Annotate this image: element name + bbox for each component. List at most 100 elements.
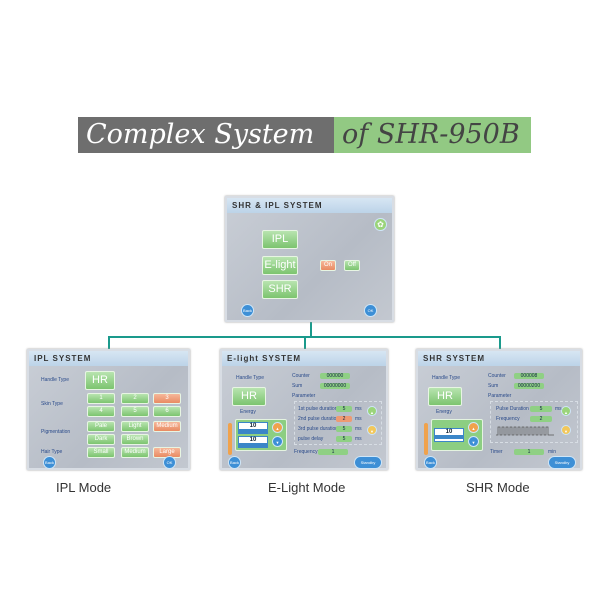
connector <box>304 336 306 349</box>
ipl-button[interactable]: IPL <box>262 230 298 249</box>
pulse-waveform <box>496 426 554 436</box>
skin-type-1[interactable]: 1 <box>87 393 115 404</box>
counter-value: 000000 <box>320 373 350 379</box>
timer-unit: min <box>548 449 557 455</box>
off-button[interactable]: Off <box>344 260 360 271</box>
energy-label: Energy <box>240 409 256 415</box>
energy-box: 10 10 ▲ ▼ <box>235 419 287 451</box>
elight-button[interactable]: E-light <box>262 256 298 275</box>
standby-button[interactable]: Standby <box>548 456 576 469</box>
ipl-mode-caption: IPL Mode <box>56 480 112 495</box>
pig-medium[interactable]: Medium <box>153 421 181 432</box>
skin-type-2[interactable]: 2 <box>121 393 149 404</box>
param-value: 5 <box>336 426 352 432</box>
standby-button[interactable]: Standby <box>354 456 382 469</box>
sum-value: 00000000 <box>320 383 350 389</box>
up-arrow-icon[interactable]: ▲ <box>367 406 377 416</box>
pig-dark[interactable]: Dark <box>87 434 115 445</box>
handle-type-label: Handle Type <box>432 375 460 381</box>
panel-title: SHR & IPL SYSTEM <box>227 198 392 213</box>
settings-icon[interactable]: ✿ <box>374 218 387 231</box>
down-arrow-icon[interactable]: ▼ <box>561 425 571 435</box>
main-panel: SHR & IPL SYSTEM ✿ IPL E-light SHR On Of… <box>225 196 394 322</box>
sum-value: 00000200 <box>514 383 544 389</box>
frequency-value: 1 <box>318 449 348 455</box>
pulse-duration-label: Pulse Duration <box>496 406 529 412</box>
skin-type-4[interactable]: 4 <box>87 406 115 417</box>
handle-type-label: Handle Type <box>41 377 69 383</box>
back-button[interactable]: Back <box>241 304 254 317</box>
up-arrow-icon[interactable]: ▲ <box>561 406 571 416</box>
frequency-value: 2 <box>530 416 552 422</box>
energy-value-2: 10 <box>238 436 268 448</box>
pig-light[interactable]: Light <box>121 421 149 432</box>
pulse-duration-value: 5 <box>530 406 552 412</box>
skin-type-3[interactable]: 3 <box>153 393 181 404</box>
panel-title: SHR SYSTEM <box>418 351 580 366</box>
param-value: 2 <box>336 416 352 422</box>
param-label: 3rd pulse duration <box>298 426 339 432</box>
param-value: 5 <box>336 406 352 412</box>
elight-panel: E-light SYSTEM Handle Type HR Energy 10 … <box>220 349 388 470</box>
shr-panel: SHR SYSTEM Handle Type HR Energy 10 ▲ ▼ … <box>416 349 582 470</box>
counter-label: Counter <box>488 373 506 379</box>
hair-type-label: Hair Type <box>41 449 63 455</box>
energy-bar <box>424 423 428 455</box>
param-label: pulse delay <box>298 436 324 442</box>
parameter-label: Parameter <box>292 393 316 399</box>
param-label: 2nd pulse duration <box>298 416 340 422</box>
ok-button[interactable]: OK <box>364 304 377 317</box>
handle-type-button[interactable]: HR <box>85 371 115 390</box>
skin-type-5[interactable]: 5 <box>121 406 149 417</box>
timer-label: Timer <box>490 449 503 455</box>
pigmentation-label: Pigmentation <box>41 429 71 435</box>
energy-label: Energy <box>436 409 452 415</box>
up-arrow-icon[interactable]: ▲ <box>272 422 283 433</box>
counter-label: Counter <box>292 373 310 379</box>
connector <box>499 336 501 349</box>
back-button[interactable]: Back <box>424 456 437 469</box>
parameter-label: Parameter <box>488 393 512 399</box>
title-part2: of SHR-950B <box>334 117 531 153</box>
elight-mode-caption: E-Light Mode <box>268 480 346 495</box>
parameter-box <box>490 401 578 443</box>
connector <box>108 336 110 349</box>
panel-title: E-light SYSTEM <box>222 351 386 366</box>
panel-title: IPL SYSTEM <box>29 351 188 366</box>
ok-button[interactable]: OK <box>163 456 176 469</box>
timer-value: 1 <box>514 449 544 455</box>
shr-button[interactable]: SHR <box>262 280 298 299</box>
on-button[interactable]: On <box>320 260 336 271</box>
energy-value-1: 10 <box>238 422 268 434</box>
hair-medium[interactable]: Medium <box>121 447 149 458</box>
down-arrow-icon[interactable]: ▼ <box>272 436 283 447</box>
skin-type-label: Skin Type <box>41 401 63 407</box>
handle-type-button[interactable]: HR <box>428 387 462 406</box>
pig-pale[interactable]: Pale <box>87 421 115 432</box>
back-button[interactable]: Back <box>43 456 56 469</box>
parameter-box <box>294 401 382 445</box>
up-arrow-icon[interactable]: ▲ <box>468 422 479 433</box>
pig-brown[interactable]: Brown <box>121 434 149 445</box>
frequency-label: Frequency <box>294 449 318 455</box>
param-label: 1st pulse duration <box>298 406 338 412</box>
pulse-unit: ms <box>555 406 562 412</box>
back-button[interactable]: Back <box>228 456 241 469</box>
param-unit: ms <box>355 406 362 412</box>
energy-value: 10 <box>434 428 464 442</box>
handle-type-button[interactable]: HR <box>232 387 266 406</box>
sum-label: Sum <box>488 383 499 389</box>
param-value: 5 <box>336 436 352 442</box>
down-arrow-icon[interactable]: ▼ <box>367 425 377 435</box>
energy-box: 10 ▲ ▼ <box>431 419 483 451</box>
connector <box>310 322 312 337</box>
energy-bar <box>228 423 232 455</box>
param-unit: ms <box>355 416 362 422</box>
down-arrow-icon[interactable]: ▼ <box>468 436 479 447</box>
hair-small[interactable]: Small <box>87 447 115 458</box>
handle-type-label: Handle Type <box>236 375 264 381</box>
skin-type-6[interactable]: 6 <box>153 406 181 417</box>
param-unit: ms <box>355 426 362 432</box>
shr-mode-caption: SHR Mode <box>466 480 530 495</box>
frequency-label: Frequency <box>496 416 520 422</box>
